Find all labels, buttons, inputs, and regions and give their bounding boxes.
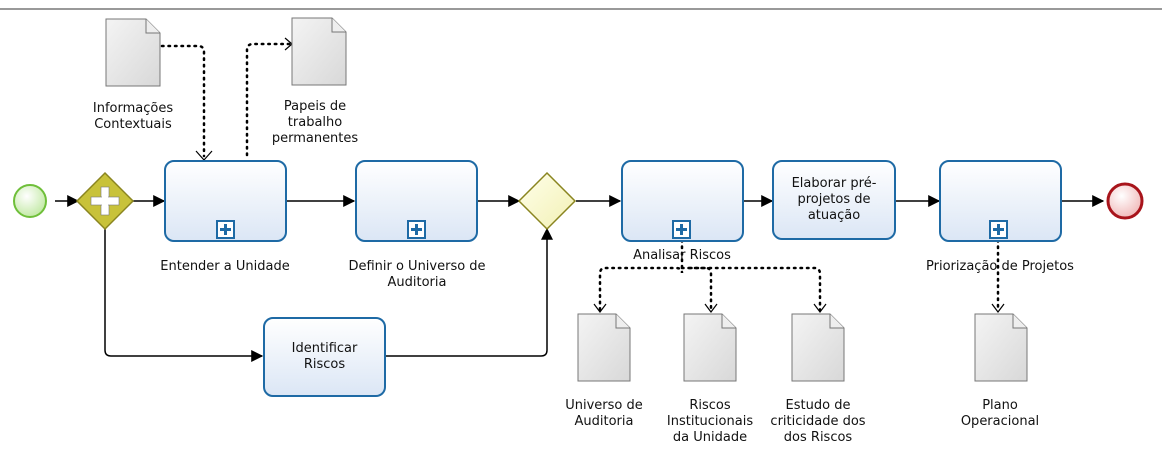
- task-elaborar: [772, 160, 896, 240]
- assoc-analisar-to-riscos-inst: [680, 266, 713, 312]
- task-priorizar: [939, 160, 1062, 242]
- parallel-gateway: [75, 171, 135, 231]
- task-identificar: [263, 317, 386, 397]
- task-definir-label: Definir o Universo de Auditoria: [348, 259, 486, 290]
- document-informacoes-icon: [105, 18, 161, 87]
- document-universo-label: Universo de Auditoria: [565, 398, 643, 429]
- document-riscos-inst-icon: [683, 313, 737, 382]
- assoc-analisar-to-estudo: [688, 266, 822, 312]
- document-plano-label: Plano Operacional: [960, 398, 1040, 429]
- task-analisar-label: Analisar Riscos: [633, 248, 731, 263]
- document-papeis-icon: [291, 17, 347, 86]
- sequence-flows: [55, 195, 1105, 362]
- merge-gateway: [517, 171, 577, 231]
- task-analisar: [621, 160, 744, 242]
- document-universo-icon: [577, 313, 631, 382]
- task-definir: [355, 160, 478, 242]
- task-identificar-label: Identificar Riscos: [291, 341, 358, 372]
- document-estudo-icon: [791, 313, 845, 382]
- task-priorizar-label: Priorização de Projetos: [926, 259, 1074, 274]
- assoc-analisar-to-universo: [598, 238, 684, 312]
- document-papeis-label: Papeis de trabalho permanentes: [271, 99, 359, 146]
- document-plano-icon: [974, 313, 1028, 382]
- end-event: [1106, 182, 1144, 220]
- document-riscos-inst-label: Riscos Institucionais da Unidade: [666, 398, 754, 445]
- task-elaborar-label: Elaborar pré- projetos de atuação: [791, 176, 877, 223]
- data-associations: [160, 42, 1000, 312]
- document-estudo-label: Estudo de criticidade dos dos Riscos: [770, 398, 866, 445]
- task-entender-label: Entender a Unidade: [160, 259, 290, 274]
- flow-gateway-to-identificar: [104, 229, 264, 362]
- document-informacoes-label: Informações Contextuais: [92, 101, 174, 132]
- start-event: [13, 184, 47, 218]
- association-arrowheads: [195, 37, 1005, 313]
- assoc-informacoes-to-entender: [160, 44, 206, 158]
- flow-identificar-to-merge: [385, 227, 553, 357]
- assoc-entender-to-papeis: [245, 42, 292, 157]
- task-entender: [164, 160, 287, 242]
